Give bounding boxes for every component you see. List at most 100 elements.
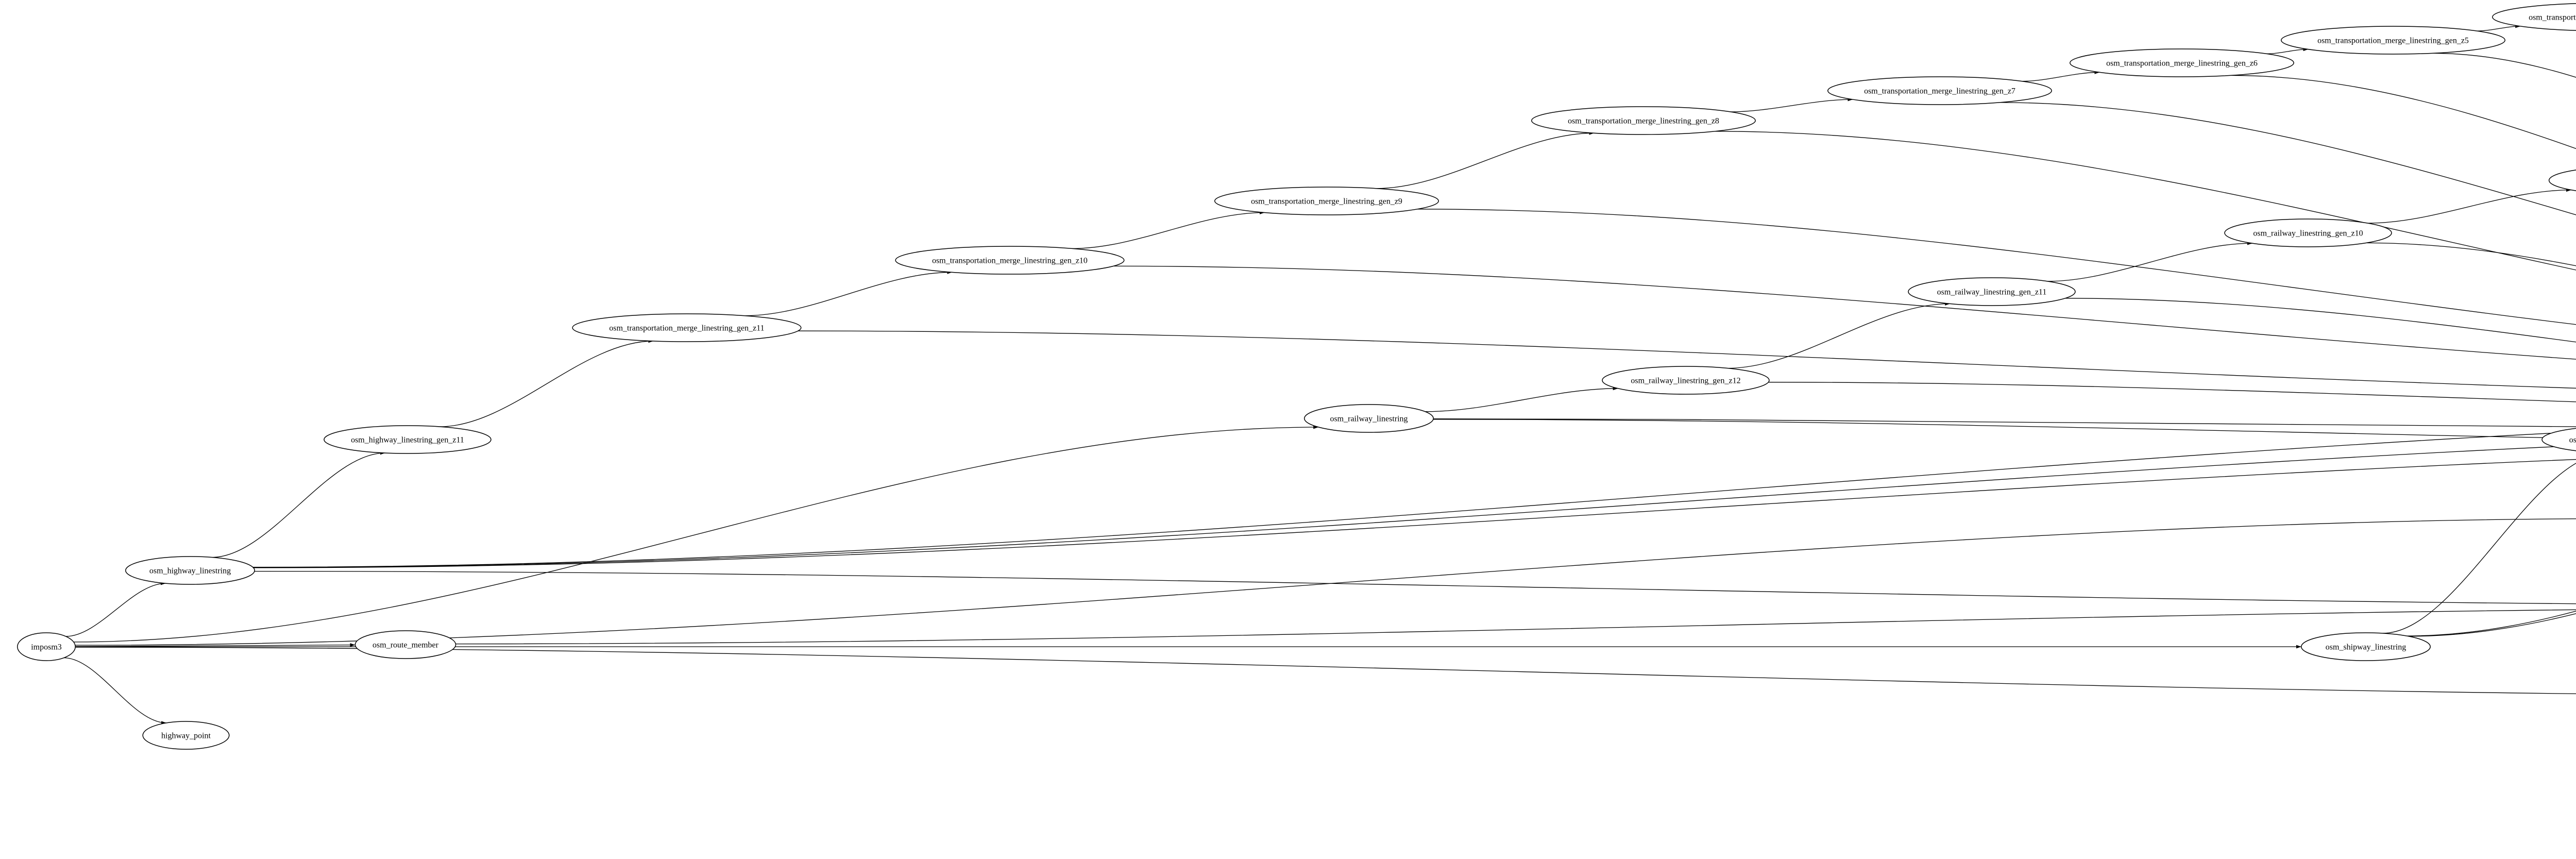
diagram-edge xyxy=(73,425,1319,643)
diagram-node-merge_z8: osm_transportation_merge_linestring_gen_… xyxy=(1531,106,1756,135)
diagram-edge xyxy=(2408,613,2576,637)
diagram-node-merge_z7: osm_transportation_merge_linestring_gen_… xyxy=(1827,76,2052,105)
diagram-edge xyxy=(744,270,953,316)
node-shape xyxy=(324,425,492,454)
diagram-node-shipway: osm_shipway_linestring xyxy=(2301,632,2431,661)
diagram-edge xyxy=(2366,242,2576,266)
diagram-node-railway_z12: osm_railway_linestring_gen_z12 xyxy=(1602,366,1770,395)
diagram-edge xyxy=(2266,47,2309,55)
diagram-node-railway: osm_railway_linestring xyxy=(1304,404,1434,433)
diagram-edge xyxy=(212,451,385,558)
node-label: osm_transportation_merge_linestring_gen_… xyxy=(2106,59,2258,68)
diagram-edge xyxy=(252,431,2576,568)
node-label: osm_transportation_merge_linestring_gen_… xyxy=(932,257,1088,265)
diagram-node-route_member: osm_route_member xyxy=(354,630,456,659)
node-label: osm_railway_linestring_gen_z10 xyxy=(2253,229,2363,238)
node-label: osm_shipway_linestring_gen_z12 xyxy=(2569,436,2576,445)
node-shape xyxy=(1908,277,2076,306)
diagram-node-highway: osm_highway_linestring xyxy=(125,556,255,585)
node-label: osm_transportation_merge_linestring_gen_… xyxy=(1864,87,2015,96)
diagram-node-merge_z11: osm_transportation_merge_linestring_gen_… xyxy=(572,313,802,342)
diagram-edge xyxy=(439,339,654,427)
node-shape xyxy=(2548,170,2576,191)
diagram-edge xyxy=(63,657,167,725)
node-label: imposm3 xyxy=(31,643,62,652)
node-shape xyxy=(2224,218,2392,247)
diagram-node-shipway_z12: osm_shipway_linestring_gen_z12 xyxy=(2541,428,2576,451)
diagram-edge xyxy=(1072,211,1265,249)
node-shape xyxy=(17,632,76,661)
diagram-node-merge_z10: osm_transportation_merge_linestring_gen_… xyxy=(895,246,1125,275)
diagram-edge xyxy=(2230,75,2576,149)
diagram-edge xyxy=(2477,24,2521,31)
node-label: osm_highway_linestring xyxy=(149,567,231,576)
diagram-edge xyxy=(253,445,2576,568)
diagram-edge xyxy=(1730,97,1853,112)
diagram-edge xyxy=(65,581,166,637)
node-shape xyxy=(572,313,802,342)
diagram-edge xyxy=(1417,209,2576,325)
diagram-edge xyxy=(2382,463,2576,634)
node-label: highway_point xyxy=(161,732,211,740)
node-label: osm_route_member xyxy=(372,641,439,650)
node-shape xyxy=(2541,428,2576,451)
diagram-edge xyxy=(2022,70,2100,82)
node-shape xyxy=(2070,48,2294,77)
diagram-node-railway_z9: osm_railway_linestring_gen_z9 xyxy=(2548,170,2576,191)
diagram-edge xyxy=(1113,265,2576,360)
diagram-edge xyxy=(1425,386,1618,412)
node-shape xyxy=(1531,106,1756,135)
diagram-node-highway_z11: osm_highway_linestring_gen_z11 xyxy=(324,425,492,454)
node-shape xyxy=(1827,76,2052,105)
diagram-node-railway_z10: osm_railway_linestring_gen_z10 xyxy=(2224,218,2392,247)
diagram-node-highway_point: highway_point xyxy=(142,721,230,750)
node-label: osm_transportation_merge_linestring_gen_… xyxy=(609,324,764,333)
node-label: osm_transportation_merge_linestring_gen_… xyxy=(1568,117,1719,126)
diagram-edge xyxy=(254,570,2576,604)
node-shape xyxy=(895,246,1125,275)
diagram-edge xyxy=(455,609,2576,645)
diagram-node-merge_z9: osm_transportation_merge_linestring_gen_… xyxy=(1214,187,1439,215)
diagram-edge xyxy=(1715,131,2576,271)
node-label: osm_railway_linestring xyxy=(1330,415,1408,424)
diagram-edge xyxy=(798,330,2576,389)
node-shape xyxy=(142,721,230,750)
node-shape xyxy=(2492,3,2576,31)
node-label: osm_railway_linestring_gen_z11 xyxy=(1937,288,2047,297)
edges-layer xyxy=(63,24,2576,725)
node-shape xyxy=(354,630,456,659)
diagram-node-merge_z6: osm_transportation_merge_linestring_gen_… xyxy=(2070,48,2294,77)
diagram-edge xyxy=(2367,188,2572,224)
diagram-edge xyxy=(75,518,2576,646)
diagram-edge xyxy=(1768,382,2576,402)
diagram-node-railway_z11: osm_railway_linestring_gen_z11 xyxy=(1908,277,2076,306)
node-label: osm_transportation_merge_linestring_gen_… xyxy=(2529,13,2576,22)
node-label: osm_transportation_merge_linestring_gen_… xyxy=(1251,197,1402,206)
node-shape xyxy=(1304,404,1434,433)
diagram-edge xyxy=(75,647,2576,694)
diagram-edge xyxy=(2406,611,2576,636)
diagram-edge xyxy=(2065,298,2576,343)
diagram-edge xyxy=(1433,419,2576,439)
node-shape xyxy=(1602,366,1770,395)
node-label: osm_transportation_merge_linestring_gen_… xyxy=(2317,37,2469,45)
diagram-edge xyxy=(2432,53,2576,78)
diagram-edge xyxy=(1999,102,2576,215)
diagram-edge xyxy=(1727,301,1951,369)
diagram-edge xyxy=(1433,418,2576,428)
diagram-edge xyxy=(2047,241,2252,282)
node-shape xyxy=(1214,187,1439,215)
diagram-edge xyxy=(253,459,2576,568)
node-label: osm_railway_linestring_gen_z12 xyxy=(1631,377,1740,385)
node-label: osm_shipway_linestring xyxy=(2326,643,2406,652)
diagram-node-imposm3: imposm3 xyxy=(17,632,76,661)
node-shape xyxy=(2301,632,2431,661)
nodes-layer: osm_transportation_merge_linestring_gen_… xyxy=(17,3,2576,750)
diagram-node-merge_z5: osm_transportation_merge_linestring_gen_… xyxy=(2281,26,2505,55)
node-label: osm_highway_linestring_gen_z11 xyxy=(351,436,464,445)
node-shape xyxy=(125,556,255,585)
diagram-edge xyxy=(1376,131,1595,189)
diagram-node-merge_z4: osm_transportation_merge_linestring_gen_… xyxy=(2492,3,2576,31)
